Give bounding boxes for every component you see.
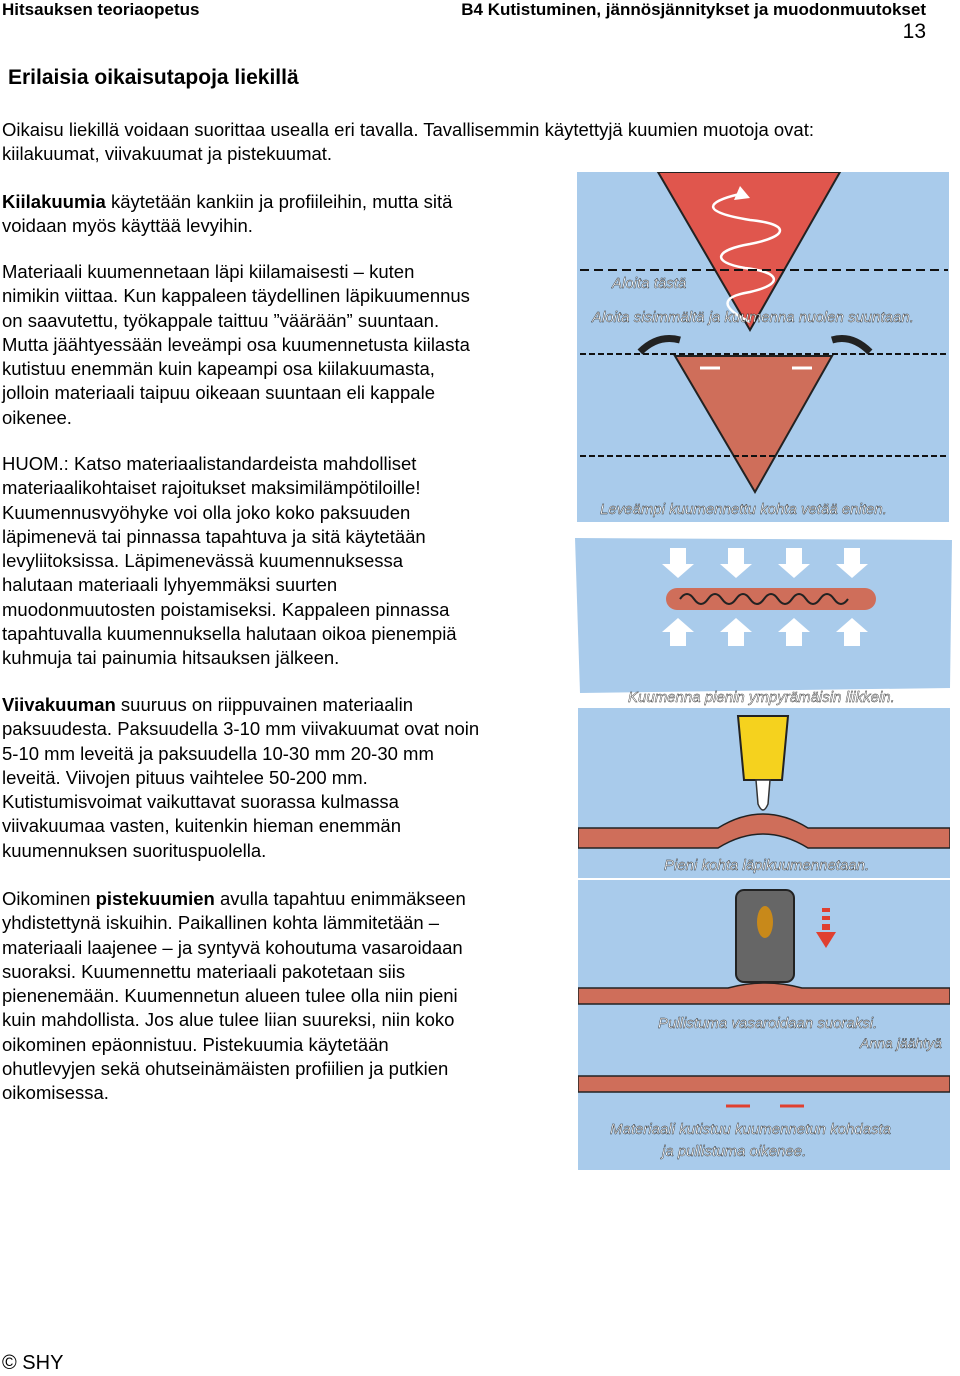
compression-arrows-bottom xyxy=(662,618,868,646)
caption-material-shrinks-1: Materiaali kutistuu kuumennetun kohdasta xyxy=(610,1121,891,1138)
label-start-inner: Aloita sisimmältä ja kuumenna nuolen suu… xyxy=(591,309,914,326)
text-line: tapahtuvalla kuumennuksella halutaan oik… xyxy=(2,623,457,645)
text-line: kuhmuja tai painumia hitsauksen jälkeen. xyxy=(2,647,340,669)
curved-arrow-left-icon xyxy=(637,335,681,355)
label-start-here: Aloita tästä xyxy=(611,275,686,292)
bold-term: Kiilakuumia xyxy=(2,191,106,212)
text-line: suoraksi. Kuumennettu materiaali pakotet… xyxy=(2,960,406,982)
text-line: viivakuumaa vasten, kuitenkin hieman ene… xyxy=(2,815,401,837)
down-arrow-icon xyxy=(816,908,836,948)
text-line: oikenee. xyxy=(2,406,72,428)
text-line: materiaalikohtaiset rajoitukset maksimil… xyxy=(2,477,421,499)
text-line: Kutistumisvoimat vaikuttavat suorassa ku… xyxy=(2,791,399,813)
heated-line xyxy=(666,588,876,610)
bold-term: Viivakuuman xyxy=(2,694,116,715)
wedge-heat-paragraph: Kiilakuumia käytetään kankiin ja profiil… xyxy=(2,190,452,239)
caption-let-cool: Anna jäähtyä xyxy=(859,1035,942,1051)
text-line: leveitä. Viivojen pituus vaihtelee 50-20… xyxy=(2,766,368,788)
flame-icon xyxy=(755,779,771,811)
compression-arrows-top xyxy=(662,548,868,578)
spot-hammer-figure: Pullistuma vasaroidaan suoraksi. Anna jä… xyxy=(578,880,950,1170)
text-line: pienenemään. Kuumennetun alueen tulee ol… xyxy=(2,985,458,1007)
intro-paragraph: Oikaisu liekillä voidaan suorittaa useal… xyxy=(2,118,814,167)
text-line: jolloin materiaali taipuu oikeaan suunta… xyxy=(2,382,435,404)
text-line: käytetään kankiin ja profiileihin, mutta… xyxy=(105,191,453,212)
text-line: oikominen epäonnistuu. Pistekuumia käyte… xyxy=(2,1033,389,1055)
plate-blob xyxy=(575,538,952,693)
page-header: Hitsauksen teoriaopetus B4 Kutistuminen,… xyxy=(0,0,960,50)
spot-torch-figure: Pieni kohta läpikuumennetaan. xyxy=(578,708,950,878)
text-line: levyliitoksissa. Läpimenevässä kuumennuk… xyxy=(2,550,404,572)
text-line: yhdistettynä iskuihin. Paikallinen kohta… xyxy=(2,912,440,934)
text-line: Oikominen xyxy=(2,888,96,909)
text-line: 5-10 mm leveitä ja paksuudella 10-30 mm … xyxy=(2,742,434,764)
spot-heat-paragraph: Oikominen pistekuumien avulla tapahtuu e… xyxy=(2,887,466,1106)
torch-nozzle xyxy=(736,715,790,781)
text-line: voidaan myös käyttää levyihin. xyxy=(2,215,253,237)
line-heating-figure: Kuumenna pienin ympyrämäisin liikkein. xyxy=(575,538,952,706)
caption-spot-heated: Pieni kohta läpikuumennetaan. xyxy=(664,857,869,874)
text-line: kuumennuksen suorituspuolella. xyxy=(2,839,267,861)
caption-material-shrinks-2: ja pullistuma oikenee. xyxy=(660,1143,806,1160)
text-line: oikomisessa. xyxy=(2,1082,109,1104)
text-line: halutaan materiaali lyhyemmäksi suurten xyxy=(2,574,338,596)
copyright-footer: © SHY xyxy=(2,1352,64,1374)
caption-wider-heated: Leveämpi kuumennettu kohta vetää eniten. xyxy=(600,501,887,518)
text-line: kuin mahdollista. Jos alue tulee liian s… xyxy=(2,1009,455,1031)
text-line: Oikaisu liekillä voidaan suorittaa useal… xyxy=(2,119,814,140)
note-paragraph: HUOM.: Katso materiaalistandardeista mah… xyxy=(2,452,457,671)
text-line: Kuumennusvyöhyke voi olla joko koko paks… xyxy=(2,501,411,523)
bulged-plate xyxy=(578,813,950,849)
text-line: nimikin viittaa. Kun kappaleen täydellin… xyxy=(2,285,470,307)
line-heat-paragraph: Viivakuuman suuruus on riippuvainen mate… xyxy=(2,693,479,863)
caption-small-circles: Kuumenna pienin ympyrämäisin liikkein. xyxy=(628,689,895,706)
page-number: 13 xyxy=(902,20,926,43)
flat-plate xyxy=(578,1075,950,1093)
text-line: on saavutettu, työkappale taittuu ”väärä… xyxy=(2,309,440,331)
text-line: muodonmuutosten poistamiseksi. Kappaleen… xyxy=(2,598,450,620)
header-chapter-title: B4 Kutistuminen, jännösjännitykset ja mu… xyxy=(461,0,926,19)
text-line: suuruus on riippuvainen materiaalin xyxy=(115,694,413,715)
text-line: materiaali laajenee – ja syntyvä kohoutu… xyxy=(2,936,463,958)
heating-path xyxy=(711,192,782,324)
heated-wedge xyxy=(656,172,842,333)
text-line: ohutlevyjen sekä ohutseinämäisten profii… xyxy=(2,1058,449,1080)
header-course-title: Hitsauksen teoriaopetus xyxy=(2,0,200,19)
text-line: läpimenevä tai pinnassa tapahtuva ja sit… xyxy=(2,525,426,547)
caption-hammered: Pullistuma vasaroidaan suoraksi. xyxy=(658,1015,877,1032)
heating-loops xyxy=(679,593,849,605)
text-line: Materiaali kuumennetaan läpi kiilamaises… xyxy=(2,261,415,282)
text-line: HUOM.: Katso materiaalistandardeista mah… xyxy=(2,453,417,474)
text-line: avulla tapahtuu enimmäkseen xyxy=(214,888,466,909)
wedge-heating-figure: Aloita tästä Aloita sisimmältä ja kuumen… xyxy=(577,172,949,522)
hammer-handle-end xyxy=(757,906,773,938)
text-line: paksuudesta. Paksuudella 3-10 mm viivaku… xyxy=(2,718,480,740)
text-line: Mutta jäähtyessään leveämpi osa kuumenne… xyxy=(2,333,470,355)
text-line: kiilakuumat, viivakuumat ja pistekuumat. xyxy=(2,143,333,165)
curved-arrow-right-icon xyxy=(830,335,873,355)
material-paragraph: Materiaali kuumennetaan läpi kiilamaises… xyxy=(2,260,470,430)
bold-term: pistekuumien xyxy=(95,888,215,909)
text-line: kutistuu enemmän kuin kapeampi osa kiila… xyxy=(2,358,435,380)
section-title: Erilaisia oikaisutapoja liekillä xyxy=(8,66,299,89)
arrow-icon xyxy=(734,186,750,200)
plate-section xyxy=(673,355,834,495)
bulged-plate xyxy=(578,982,950,1005)
